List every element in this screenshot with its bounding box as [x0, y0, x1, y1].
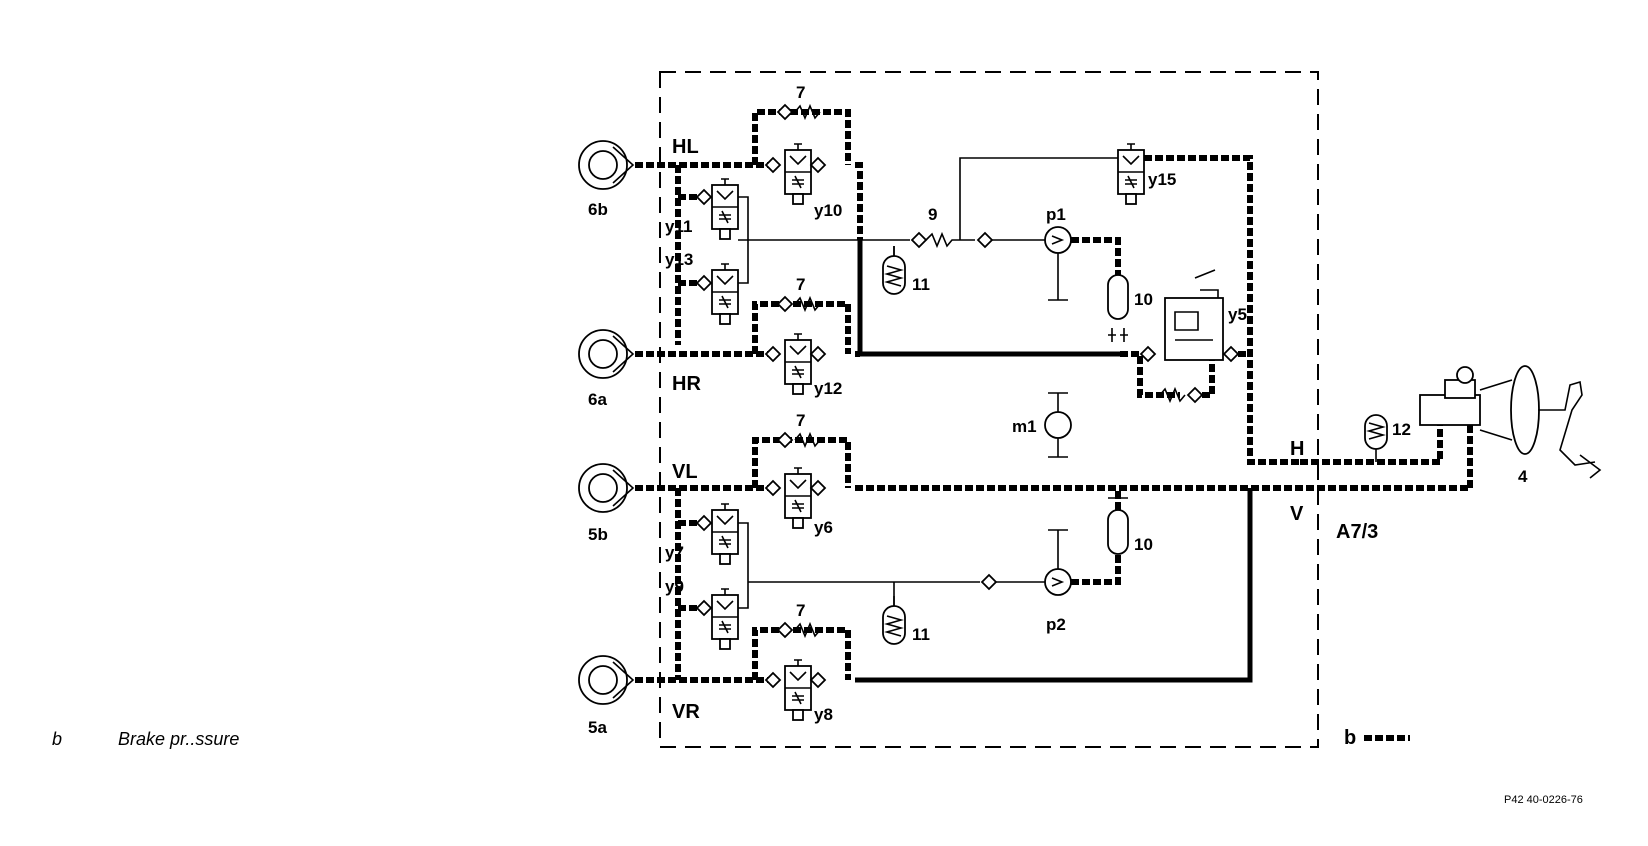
- pump-p1: [1044, 226, 1072, 254]
- valve-label-y8: y8: [814, 705, 833, 724]
- accumulator-label-front: 11: [912, 625, 930, 644]
- wheel-front-right: [578, 655, 634, 705]
- check-valve-label-vr: 7: [796, 601, 805, 620]
- valve-label-y11: y11: [665, 217, 692, 236]
- valve-y7: [711, 503, 739, 565]
- module-boundary: [659, 71, 1319, 748]
- wheel-label-5b: 5b: [588, 525, 608, 544]
- motor-label-m1: m1: [1012, 417, 1037, 436]
- legend-key: b: [52, 729, 62, 749]
- key-label: b: [1344, 727, 1356, 749]
- legend-description: Brake pr..ssure: [118, 729, 239, 749]
- circuit-label-hl: HL: [672, 136, 699, 158]
- reservoir-label: 12: [1392, 420, 1411, 439]
- damper-rear: [1107, 274, 1129, 320]
- valve-label-y6: y6: [814, 518, 833, 537]
- valve-y9: [711, 588, 739, 650]
- circuit-label-hr: HR: [672, 373, 701, 395]
- valve-label-y15: y15: [1148, 170, 1176, 189]
- check-valve-9-label: 9: [928, 205, 937, 224]
- valve-y15: [1117, 143, 1145, 205]
- valve-label-y12: y12: [814, 379, 842, 398]
- pump-label-p1: p1: [1046, 205, 1066, 224]
- valve-y5: [1164, 297, 1224, 361]
- valve-label-y13: y13: [665, 250, 693, 269]
- check-valve-label-hl: 7: [796, 83, 805, 102]
- damper-label-rear: 10: [1134, 290, 1153, 309]
- line-h: [1300, 420, 1443, 465]
- wheel-front-left: [578, 463, 634, 513]
- bypass-hr: [752, 301, 851, 354]
- line-hl: [635, 162, 863, 240]
- circuit-label-v: V: [1290, 503, 1304, 525]
- wheel-rear-right: [578, 329, 634, 379]
- circuit-label-vl: VL: [672, 461, 698, 483]
- valve-y8: [784, 659, 812, 721]
- brake-booster-4: [1419, 365, 1602, 479]
- circuit-label-h: H: [1290, 438, 1304, 460]
- valve-y10: [784, 143, 812, 205]
- valve-label-y7: y7: [665, 543, 684, 562]
- reference-number: P42 40-0226-76: [1504, 794, 1583, 806]
- reservoir-12: [1364, 414, 1388, 450]
- wheel-label-6a: 6a: [588, 390, 607, 409]
- valve-y13: [711, 263, 739, 325]
- motor-m1: [1044, 411, 1072, 439]
- wheel-label-5a: 5a: [588, 718, 607, 737]
- brake-unit-label: 4: [1518, 467, 1528, 486]
- valve-y12: [784, 333, 812, 395]
- valve-label-y9: y9: [665, 577, 684, 596]
- check-valve-label-hr: 7: [796, 275, 805, 294]
- valve-y11: [711, 178, 739, 240]
- pump-label-p2: p2: [1046, 615, 1066, 634]
- circuit-label-vr: VR: [672, 701, 700, 723]
- wheel-label-6b: 6b: [588, 200, 608, 219]
- valve-y6: [784, 467, 812, 529]
- valve-label-y5: y5: [1228, 305, 1247, 324]
- valve-label-y10: y10: [814, 201, 842, 220]
- bypass-hl: [752, 109, 851, 165]
- pump-p2: [1044, 568, 1072, 596]
- accumulator-label-rear: 11: [912, 275, 930, 294]
- check-valve-label-vl: 7: [796, 411, 805, 430]
- damper-front: [1107, 509, 1129, 555]
- damper-label-front: 10: [1134, 535, 1153, 554]
- module-label: A7/3: [1336, 521, 1378, 543]
- wheel-rear-left: [578, 140, 634, 190]
